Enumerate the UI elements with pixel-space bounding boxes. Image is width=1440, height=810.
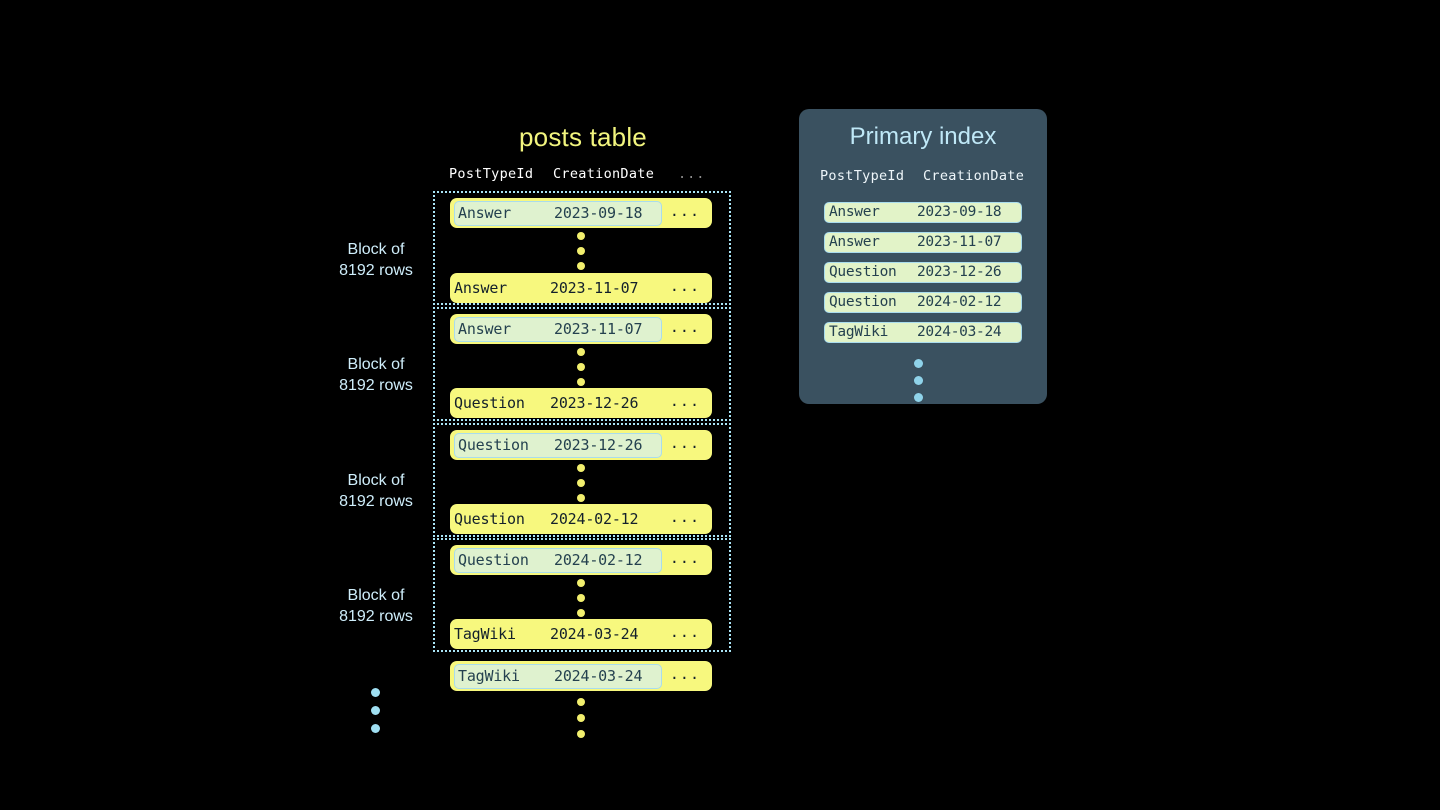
block-label-4-line1: Block of [347, 587, 405, 604]
table-row[interactable]: Question 2024-02-12 ... [450, 545, 712, 575]
block-label-2-line2: 8192 rows [339, 377, 413, 394]
block-3 [433, 423, 731, 537]
cell-posttypeid: Question [458, 551, 529, 569]
block-2 [433, 307, 731, 421]
posts-table-column-headers: PostTypeId CreationDate ... [433, 166, 733, 186]
primary-index-panel: Primary index PostTypeId CreationDate An… [799, 109, 1047, 404]
block-4-row-ellipsis [577, 579, 587, 624]
cell-rest: ... [669, 318, 700, 336]
block-1-row-ellipsis [577, 232, 587, 277]
cell-posttypeid: TagWiki [458, 667, 520, 685]
table-row[interactable]: Question 2023-12-26 ... [450, 388, 712, 418]
cell-rest: ... [669, 665, 700, 683]
cell-creationdate: 2024-02-12 [554, 551, 643, 569]
block-3-row-ellipsis [577, 464, 587, 509]
table-row[interactable]: Answer 2023-11-07 ... [450, 314, 712, 344]
cell-posttypeid: Question [829, 294, 897, 310]
cell-rest: ... [669, 434, 700, 452]
cell-posttypeid: Question [454, 510, 525, 528]
block-label-3-line1: Block of [347, 472, 405, 489]
cell-rest: ... [669, 277, 700, 295]
column-header-posttypeid: PostTypeId [820, 168, 905, 184]
table-row[interactable]: Question 2023-12-26 ... [450, 430, 712, 460]
cell-creationdate: 2023-12-26 [917, 264, 1002, 280]
cell-posttypeid: TagWiki [829, 324, 889, 340]
cell-creationdate: 2024-02-12 [917, 294, 1002, 310]
block-label-2: Block of 8192 rows [316, 354, 436, 396]
list-item[interactable]: Question 2024-02-12 [824, 292, 1022, 313]
primary-index-rows: Answer 2023-09-18 Answer 2023-11-07 Ques… [824, 202, 1022, 352]
block-label-3: Block of 8192 rows [316, 470, 436, 512]
blocks-continuation-ellipsis [371, 688, 380, 742]
cell-rest: ... [669, 508, 700, 526]
block-label-2-line1: Block of [347, 356, 405, 373]
cell-creationdate: 2024-03-24 [554, 667, 643, 685]
cell-creationdate: 2023-09-18 [917, 204, 1002, 220]
table-row[interactable]: TagWiki 2024-03-24 ... [450, 661, 712, 691]
block-label-1-line2: 8192 rows [339, 262, 413, 279]
block-label-4-line2: 8192 rows [339, 608, 413, 625]
cell-creationdate: 2024-03-24 [917, 324, 1002, 340]
column-header-creationdate: CreationDate [923, 168, 1025, 184]
cell-creationdate: 2023-12-26 [554, 436, 643, 454]
table-row[interactable]: Answer 2023-09-18 ... [450, 198, 712, 228]
cell-creationdate: 2023-12-26 [550, 394, 639, 412]
cell-rest: ... [669, 623, 700, 641]
table-continuation-ellipsis [577, 698, 585, 746]
block-label-3-line2: 8192 rows [339, 493, 413, 510]
primary-index-column-headers: PostTypeId CreationDate [799, 168, 1047, 188]
column-header-creationdate: CreationDate [553, 166, 655, 182]
list-item[interactable]: Answer 2023-09-18 [824, 202, 1022, 223]
cell-creationdate: 2023-11-07 [550, 279, 639, 297]
cell-creationdate: 2023-11-07 [554, 320, 643, 338]
column-header-posttypeid: PostTypeId [449, 166, 534, 182]
cell-rest: ... [669, 392, 700, 410]
cell-posttypeid: Answer [829, 234, 880, 250]
cell-posttypeid: Question [458, 436, 529, 454]
block-1 [433, 191, 731, 305]
cell-rest: ... [669, 202, 700, 220]
cell-posttypeid: Question [454, 394, 525, 412]
cell-creationdate: 2024-03-24 [550, 625, 639, 643]
column-header-ellipsis: ... [678, 166, 706, 182]
table-row[interactable]: Answer 2023-11-07 ... [450, 273, 712, 303]
cell-posttypeid: Question [829, 264, 897, 280]
block-label-1: Block of 8192 rows [316, 239, 436, 281]
primary-index-title: Primary index [849, 123, 997, 150]
cell-posttypeid: Answer [829, 204, 880, 220]
cell-posttypeid: Answer [454, 279, 507, 297]
block-4 [433, 538, 731, 652]
list-item[interactable]: Answer 2023-11-07 [824, 232, 1022, 253]
cell-creationdate: 2023-11-07 [917, 234, 1002, 250]
block-label-1-line1: Block of [347, 241, 405, 258]
list-item[interactable]: TagWiki 2024-03-24 [824, 322, 1022, 343]
cell-posttypeid: TagWiki [454, 625, 516, 643]
table-row[interactable]: Question 2024-02-12 ... [450, 504, 712, 534]
cell-rest: ... [669, 549, 700, 567]
block-label-4: Block of 8192 rows [316, 585, 436, 627]
cell-posttypeid: Answer [458, 204, 511, 222]
block-2-row-ellipsis [577, 348, 587, 393]
posts-table-title: posts table [519, 122, 647, 152]
cell-creationdate: 2024-02-12 [550, 510, 639, 528]
list-item[interactable]: Question 2023-12-26 [824, 262, 1022, 283]
primary-index-continuation-ellipsis [914, 359, 923, 410]
cell-creationdate: 2023-09-18 [554, 204, 643, 222]
cell-posttypeid: Answer [458, 320, 511, 338]
table-row[interactable]: TagWiki 2024-03-24 ... [450, 619, 712, 649]
